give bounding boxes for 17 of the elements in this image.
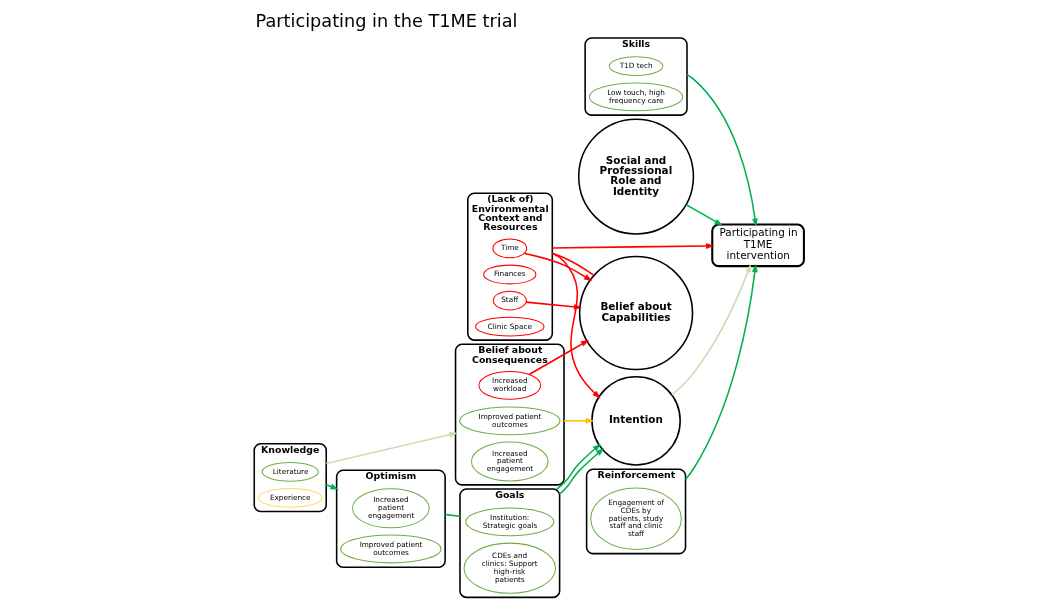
node-circle: Social and Professional Role and Identity — [577, 118, 695, 235]
arrow — [685, 203, 723, 226]
arrow — [551, 243, 715, 249]
connector — [551, 252, 595, 277]
arrow — [523, 252, 593, 282]
arrow — [528, 339, 590, 376]
arrow — [671, 264, 751, 396]
arrow — [525, 301, 583, 310]
arrow — [563, 417, 595, 424]
arrow — [684, 263, 758, 481]
arrow — [686, 73, 758, 227]
arrow — [325, 483, 339, 490]
arrow — [325, 431, 458, 465]
arrow — [551, 252, 601, 399]
diagram-title: Participating in the T1ME trial — [255, 10, 518, 31]
node-box: Participating in T1ME intervention — [711, 223, 805, 268]
connector — [444, 513, 461, 517]
